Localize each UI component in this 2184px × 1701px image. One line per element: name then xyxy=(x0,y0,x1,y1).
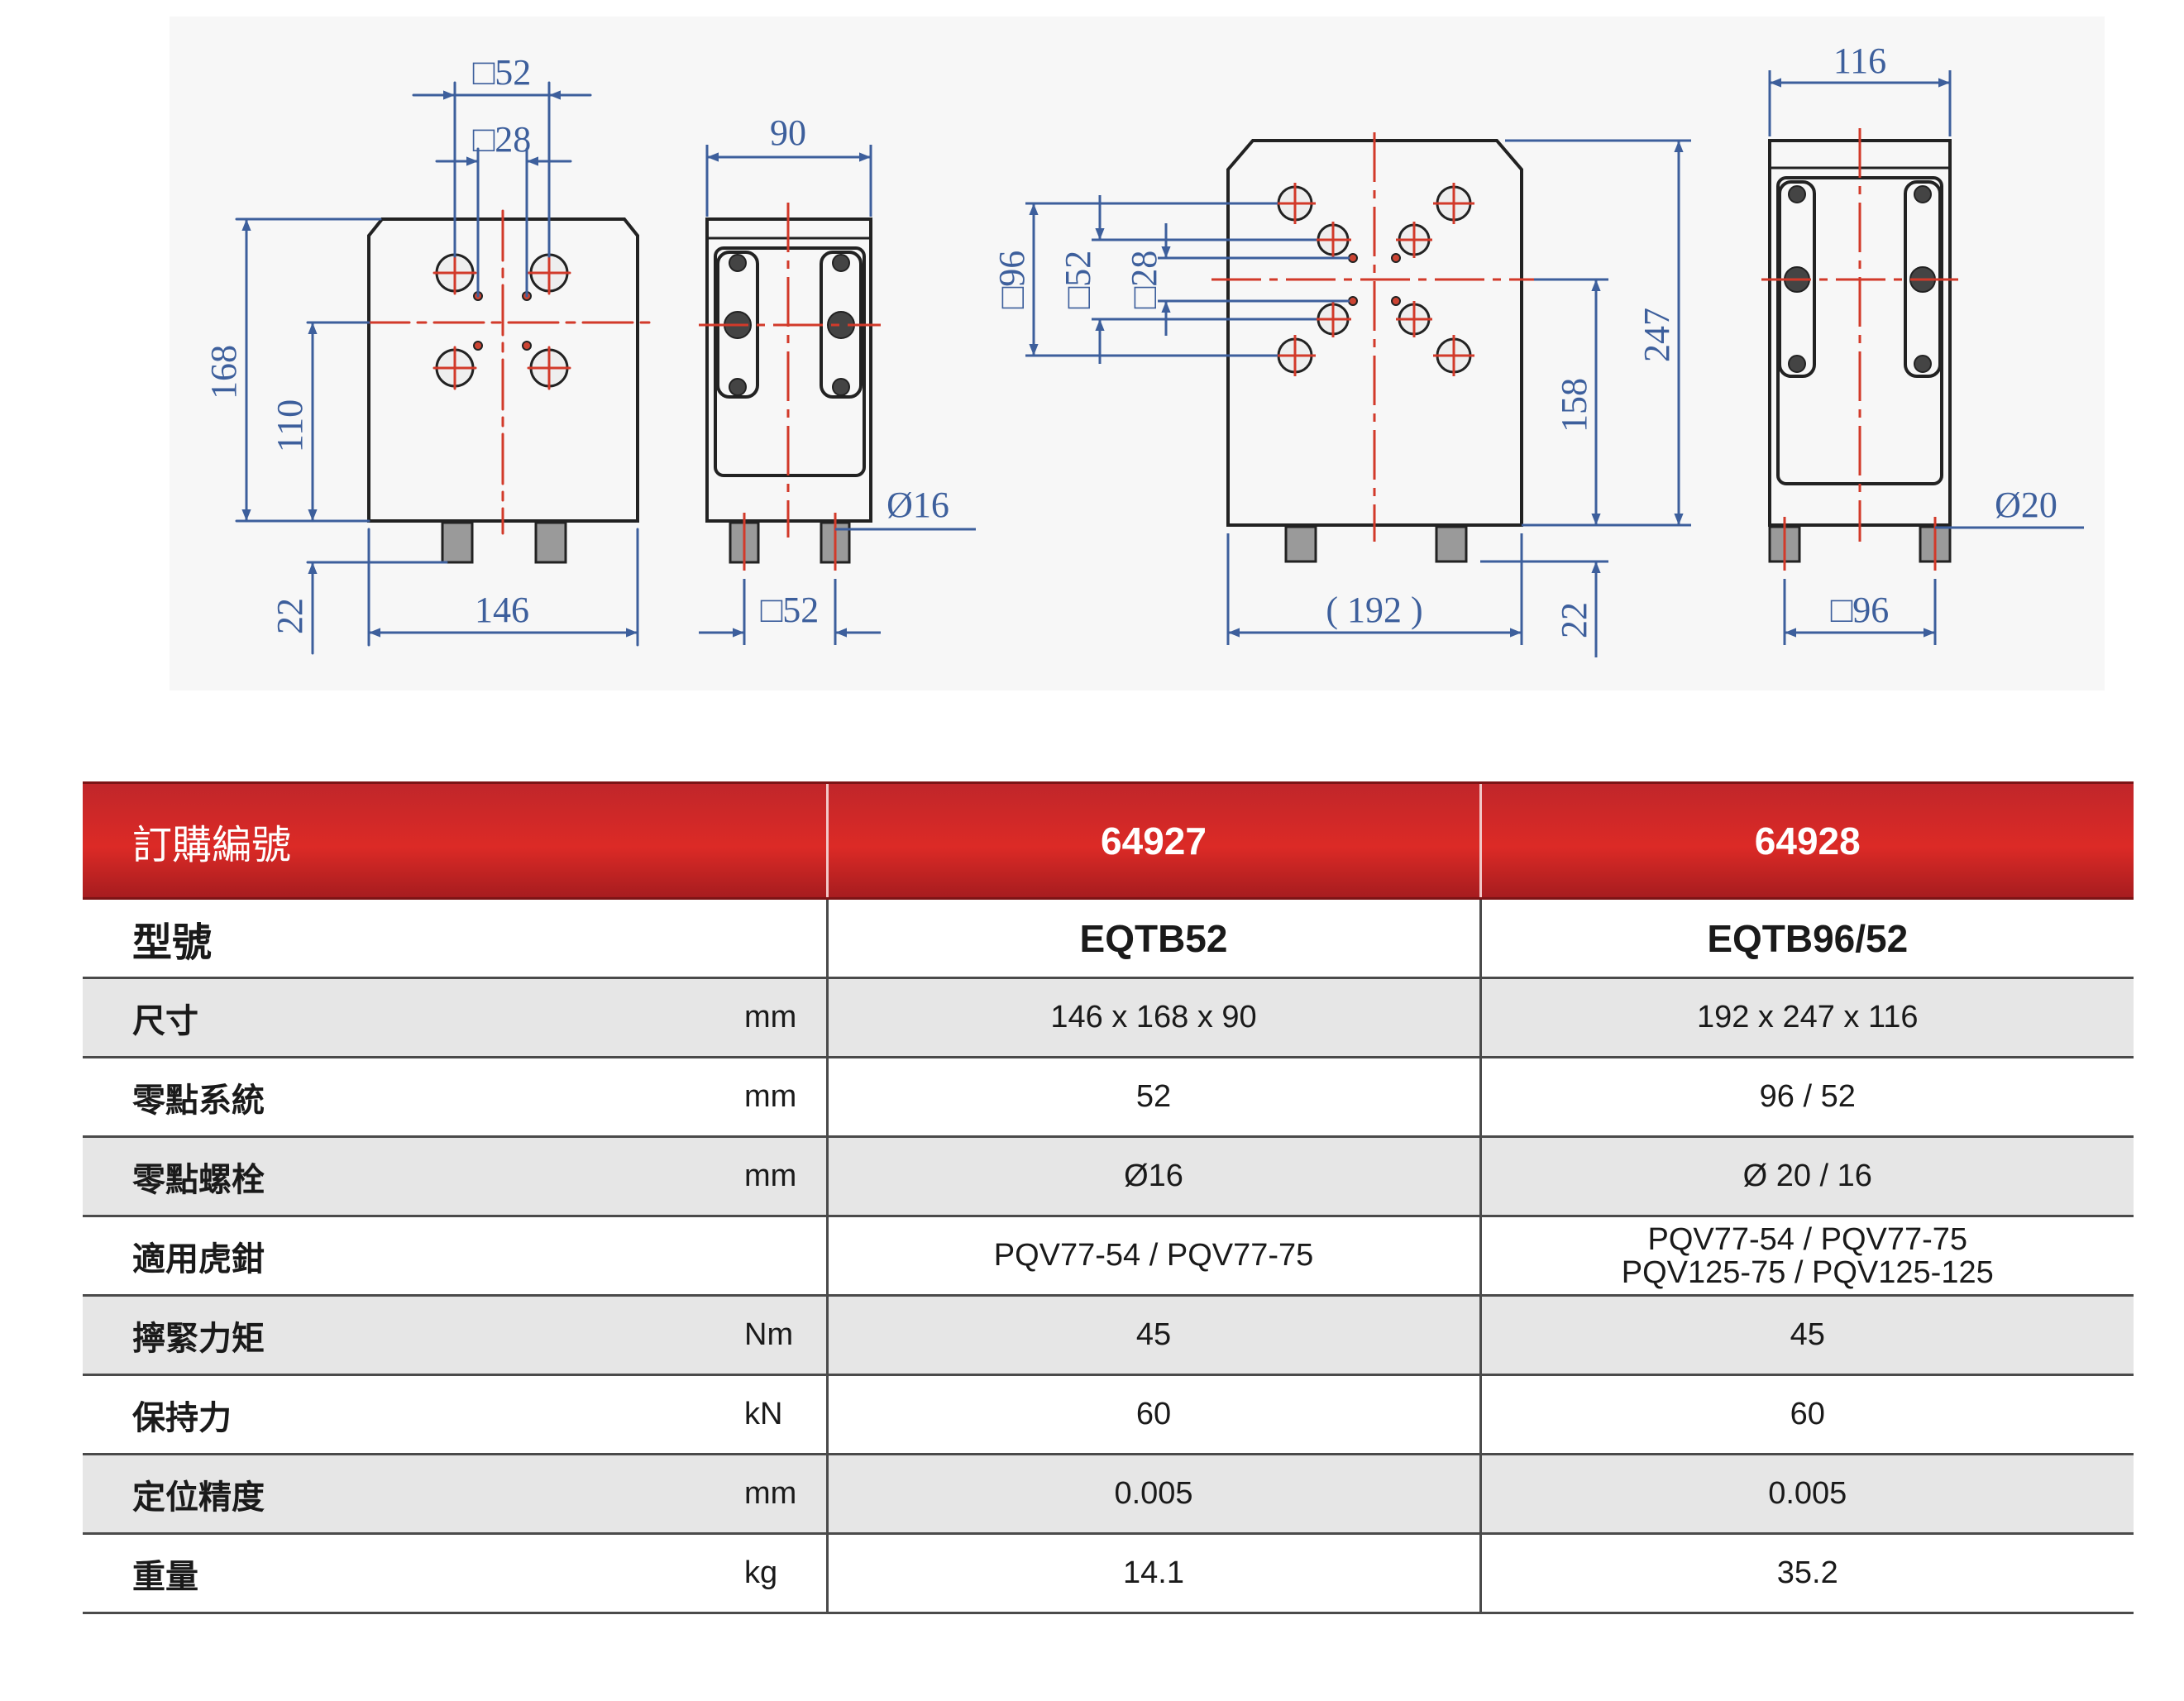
dim-sq52: □52 xyxy=(761,590,820,630)
vise-line-2: PQV125-75 / PQV125-125 xyxy=(1621,1254,1994,1290)
zero-point-bolt xyxy=(1435,525,1468,563)
row-unit: kg xyxy=(744,1555,778,1590)
table-header: 訂購編號 64927 64928 xyxy=(83,781,2134,900)
row-value-1: EQTB52 xyxy=(825,898,1481,978)
row-label: 型號 xyxy=(132,920,213,965)
spec-table: 訂購編號 64927 64928 型號 EQTB52 EQTB96/52 尺寸 … xyxy=(83,781,2134,1614)
order-number-64928: 64928 xyxy=(1479,781,2134,900)
row-value-1: PQV77-54 / PQV77-75 xyxy=(825,1216,1481,1296)
dim-sq28: □28 xyxy=(1124,251,1164,309)
row-unit: kN xyxy=(744,1397,783,1431)
table-row: 型號 EQTB52 EQTB96/52 xyxy=(83,898,2134,978)
view-eqtb52-front: □52 □28 168 110 22 146 xyxy=(203,52,651,655)
row-unit: mm xyxy=(744,1079,797,1114)
dim-dia16: Ø16 xyxy=(887,485,949,525)
vise-line-1: PQV77-54 / PQV77-75 xyxy=(1647,1221,1968,1257)
dimension-lines xyxy=(235,81,639,655)
row-label: 保持力 xyxy=(132,1399,232,1436)
zero-point-bolt xyxy=(534,521,567,564)
row-label: 適用虎鉗 xyxy=(132,1240,265,1278)
row-value-2: 0.005 xyxy=(1479,1454,2134,1534)
body-outline xyxy=(1226,139,1523,527)
dim-dia20: Ø20 xyxy=(1995,485,2057,525)
table-row: 適用虎鉗 PQV77-54 / PQV77-75 PQV77-54 / PQV7… xyxy=(83,1216,2134,1296)
dim-height-110: 110 xyxy=(270,399,310,452)
row-value-1: 14.1 xyxy=(825,1533,1481,1613)
drawing-background xyxy=(170,17,2105,690)
view-eqtb52-side: 90 Ø16 □52 xyxy=(699,112,976,645)
row-label: 零點系統 xyxy=(132,1082,265,1119)
dim-sq52: □52 xyxy=(473,52,532,93)
table-row: 重量 kg 14.1 35.2 xyxy=(83,1533,2134,1613)
row-value-1: 60 xyxy=(825,1374,1481,1455)
row-value-2: 192 x 247 x 116 xyxy=(1479,977,2134,1058)
table-row: 保持力 kN 60 60 xyxy=(83,1374,2134,1455)
row-value-2: 35.2 xyxy=(1479,1533,2134,1613)
dim-height-168: 168 xyxy=(203,345,244,399)
zero-point-bolt xyxy=(441,521,474,564)
table-row: 零點螺栓 mm Ø16 Ø 20 / 16 xyxy=(83,1136,2134,1216)
row-value-2: PQV77-54 / PQV77-75 PQV125-75 / PQV125-1… xyxy=(1479,1216,2134,1296)
row-value-1: 52 xyxy=(825,1057,1481,1137)
view-eqtb9652-side: 116 Ø20 □96 xyxy=(1761,41,2084,645)
jaw-recess xyxy=(714,246,866,477)
row-value-1: 45 xyxy=(825,1295,1481,1375)
row-unit xyxy=(744,1216,827,1296)
row-value-2: 45 xyxy=(1479,1295,2134,1375)
row-unit: mm xyxy=(744,1476,797,1511)
row-value-1: 0.005 xyxy=(825,1454,1481,1534)
technical-drawing: □52 □28 168 110 22 146 xyxy=(0,0,2184,719)
order-number-64927: 64927 xyxy=(825,781,1481,900)
row-value-2: EQTB96/52 xyxy=(1479,898,2134,978)
row-value-2: 96 / 52 xyxy=(1479,1057,2134,1137)
dim-sq96: □96 xyxy=(992,251,1032,309)
table-row: 擰緊力矩 Nm 45 45 xyxy=(83,1295,2134,1375)
row-unit xyxy=(744,899,827,978)
row-value-1: 146 x 168 x 90 xyxy=(825,977,1481,1058)
order-number-label: 訂購編號 xyxy=(83,781,828,900)
row-unit: Nm xyxy=(744,1317,794,1352)
row-label: 重量 xyxy=(132,1558,198,1595)
table-row: 尺寸 mm 146 x 168 x 90 192 x 247 x 116 xyxy=(83,977,2134,1058)
dim-height-22: 22 xyxy=(1554,602,1594,638)
row-label: 零點螺栓 xyxy=(132,1161,265,1198)
table-row: 定位精度 mm 0.005 0.005 xyxy=(83,1454,2134,1534)
dim-sq52: □52 xyxy=(1058,251,1098,309)
table-row: 零點系統 mm 52 96 / 52 xyxy=(83,1057,2134,1137)
dim-height-247: 247 xyxy=(1637,308,1677,362)
zero-point-bolt xyxy=(1284,525,1317,563)
dim-width-146: 146 xyxy=(475,590,529,630)
row-label: 尺寸 xyxy=(132,1002,198,1039)
view-eqtb9652-front: □96 □52 □28 ( 192 ) 158 247 22 xyxy=(992,132,1691,657)
dim-width-116: 116 xyxy=(1833,41,1886,81)
dim-width-192: ( 192 ) xyxy=(1326,590,1422,630)
dim-height-22: 22 xyxy=(270,598,310,634)
row-unit: mm xyxy=(744,1000,797,1034)
row-label: 擰緊力矩 xyxy=(132,1320,265,1357)
dim-height-158: 158 xyxy=(1554,378,1594,432)
centerlines xyxy=(358,209,651,535)
row-value-2: 60 xyxy=(1479,1374,2134,1455)
dim-sq28: □28 xyxy=(473,119,532,160)
dim-width-90: 90 xyxy=(770,112,806,153)
row-value-1: Ø16 xyxy=(825,1136,1481,1216)
row-value-2: Ø 20 / 16 xyxy=(1479,1136,2134,1216)
row-label: 定位精度 xyxy=(132,1479,265,1516)
dim-sq96: □96 xyxy=(1831,590,1890,630)
row-unit: mm xyxy=(744,1159,797,1193)
